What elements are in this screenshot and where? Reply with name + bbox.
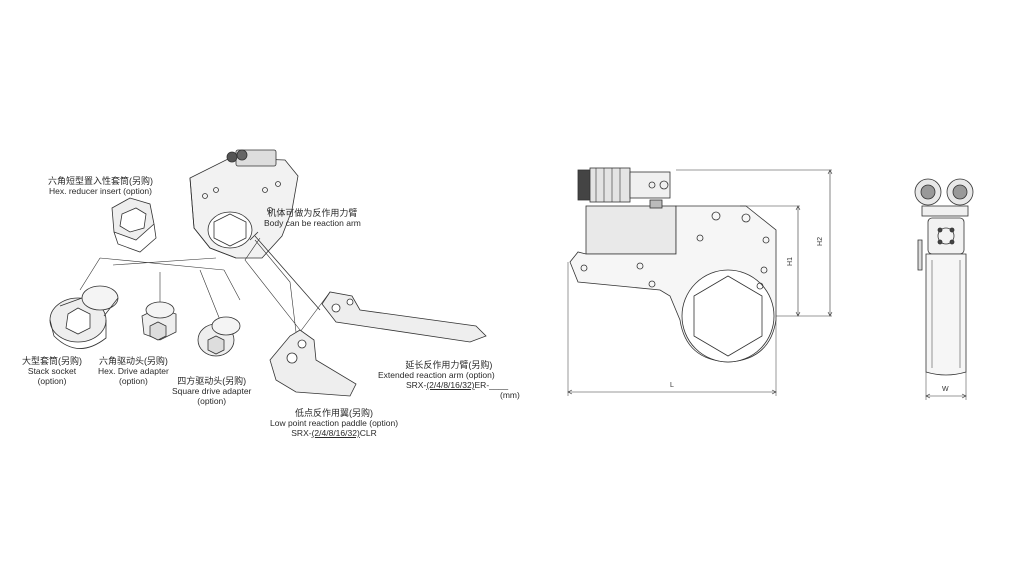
label-hex-reducer-en: Hex. reducer insert (option): [49, 186, 152, 196]
label-low-point-cn: 低点反作用翼(另购): [295, 408, 374, 418]
wrench-body-iso: [189, 149, 299, 259]
label-square-drive-cn: 四方驱动头(另购): [177, 376, 247, 386]
stack-socket: [49, 285, 119, 349]
label-hex-drive-cn: 六角驱动头(另购): [98, 356, 168, 366]
label-low-point-en: Low point reaction paddle (option): [270, 418, 399, 428]
dim-h1: H1: [786, 257, 794, 266]
hex-drive-adapter: [141, 301, 177, 341]
label-extended-arm-cn: 延长反作用力臂(另购): [405, 360, 493, 370]
low-point-code-suffix: CLR: [359, 428, 377, 438]
ext-arm-code-mid: (2/4/8/16/32): [426, 380, 475, 390]
label-body-reaction-en: Body can be reaction arm: [264, 218, 361, 228]
label-hex-drive-en: Hex. Drive adapter: [98, 366, 169, 376]
ext-arm-code-suffix: ER-____: [474, 380, 509, 390]
label-extended-arm-code: SRX-(2/4/8/16/32)ER-____: [406, 380, 520, 390]
label-stack-socket-cn: 大型套筒(另购): [22, 356, 82, 366]
label-hex-reducer: 六角短型置入性套筒(另购) Hex. reducer insert (optio…: [48, 176, 153, 196]
label-stack-socket: 大型套筒(另购) Stack socket (option): [22, 356, 82, 386]
ext-arm-code-prefix: SRX-: [406, 380, 427, 390]
label-hex-drive-opt: (option): [119, 376, 148, 386]
dim-length: L: [670, 382, 674, 389]
label-hex-drive: 六角驱动头(另购) Hex. Drive adapter (option): [98, 356, 169, 386]
label-body-reaction: 机体可做为反作用力臂 Body can be reaction arm: [264, 208, 361, 228]
label-low-point: 低点反作用翼(另购) Low point reaction paddle (op…: [270, 408, 398, 438]
label-low-point-code: SRX-(2/4/8/16/32)CLR: [270, 428, 398, 438]
extended-reaction-arm: [249, 231, 487, 343]
label-square-drive: 四方驱动头(另购) Square drive adapter (option): [172, 376, 251, 406]
wrench-side-view: [567, 167, 833, 396]
label-extended-arm: 延长反作用力臂(另购) Extended reaction arm (optio…: [378, 360, 520, 400]
dim-h2: H2: [816, 237, 824, 246]
label-extended-arm-en: Extended reaction arm (option): [378, 370, 495, 380]
label-hex-reducer-cn: 六角短型置入性套筒(另购): [48, 176, 153, 186]
low-point-paddle: [269, 329, 357, 397]
label-extended-arm-unit: (mm): [500, 390, 520, 400]
label-stack-socket-opt: (option): [37, 376, 67, 386]
label-body-reaction-cn: 机体可做为反作用力臂: [267, 208, 358, 218]
hex-reducer-insert: [111, 197, 157, 253]
low-point-code-mid: (2/4/8/16/32): [311, 428, 360, 438]
dim-width: W: [942, 386, 949, 393]
square-drive-adapter: [197, 316, 241, 357]
wrench-front-view: [914, 178, 974, 400]
label-stack-socket-en: Stack socket: [27, 366, 77, 376]
label-square-drive-opt: (option): [197, 396, 227, 406]
label-square-drive-en: Square drive adapter: [172, 386, 252, 396]
low-point-code-prefix: SRX-: [291, 428, 312, 438]
